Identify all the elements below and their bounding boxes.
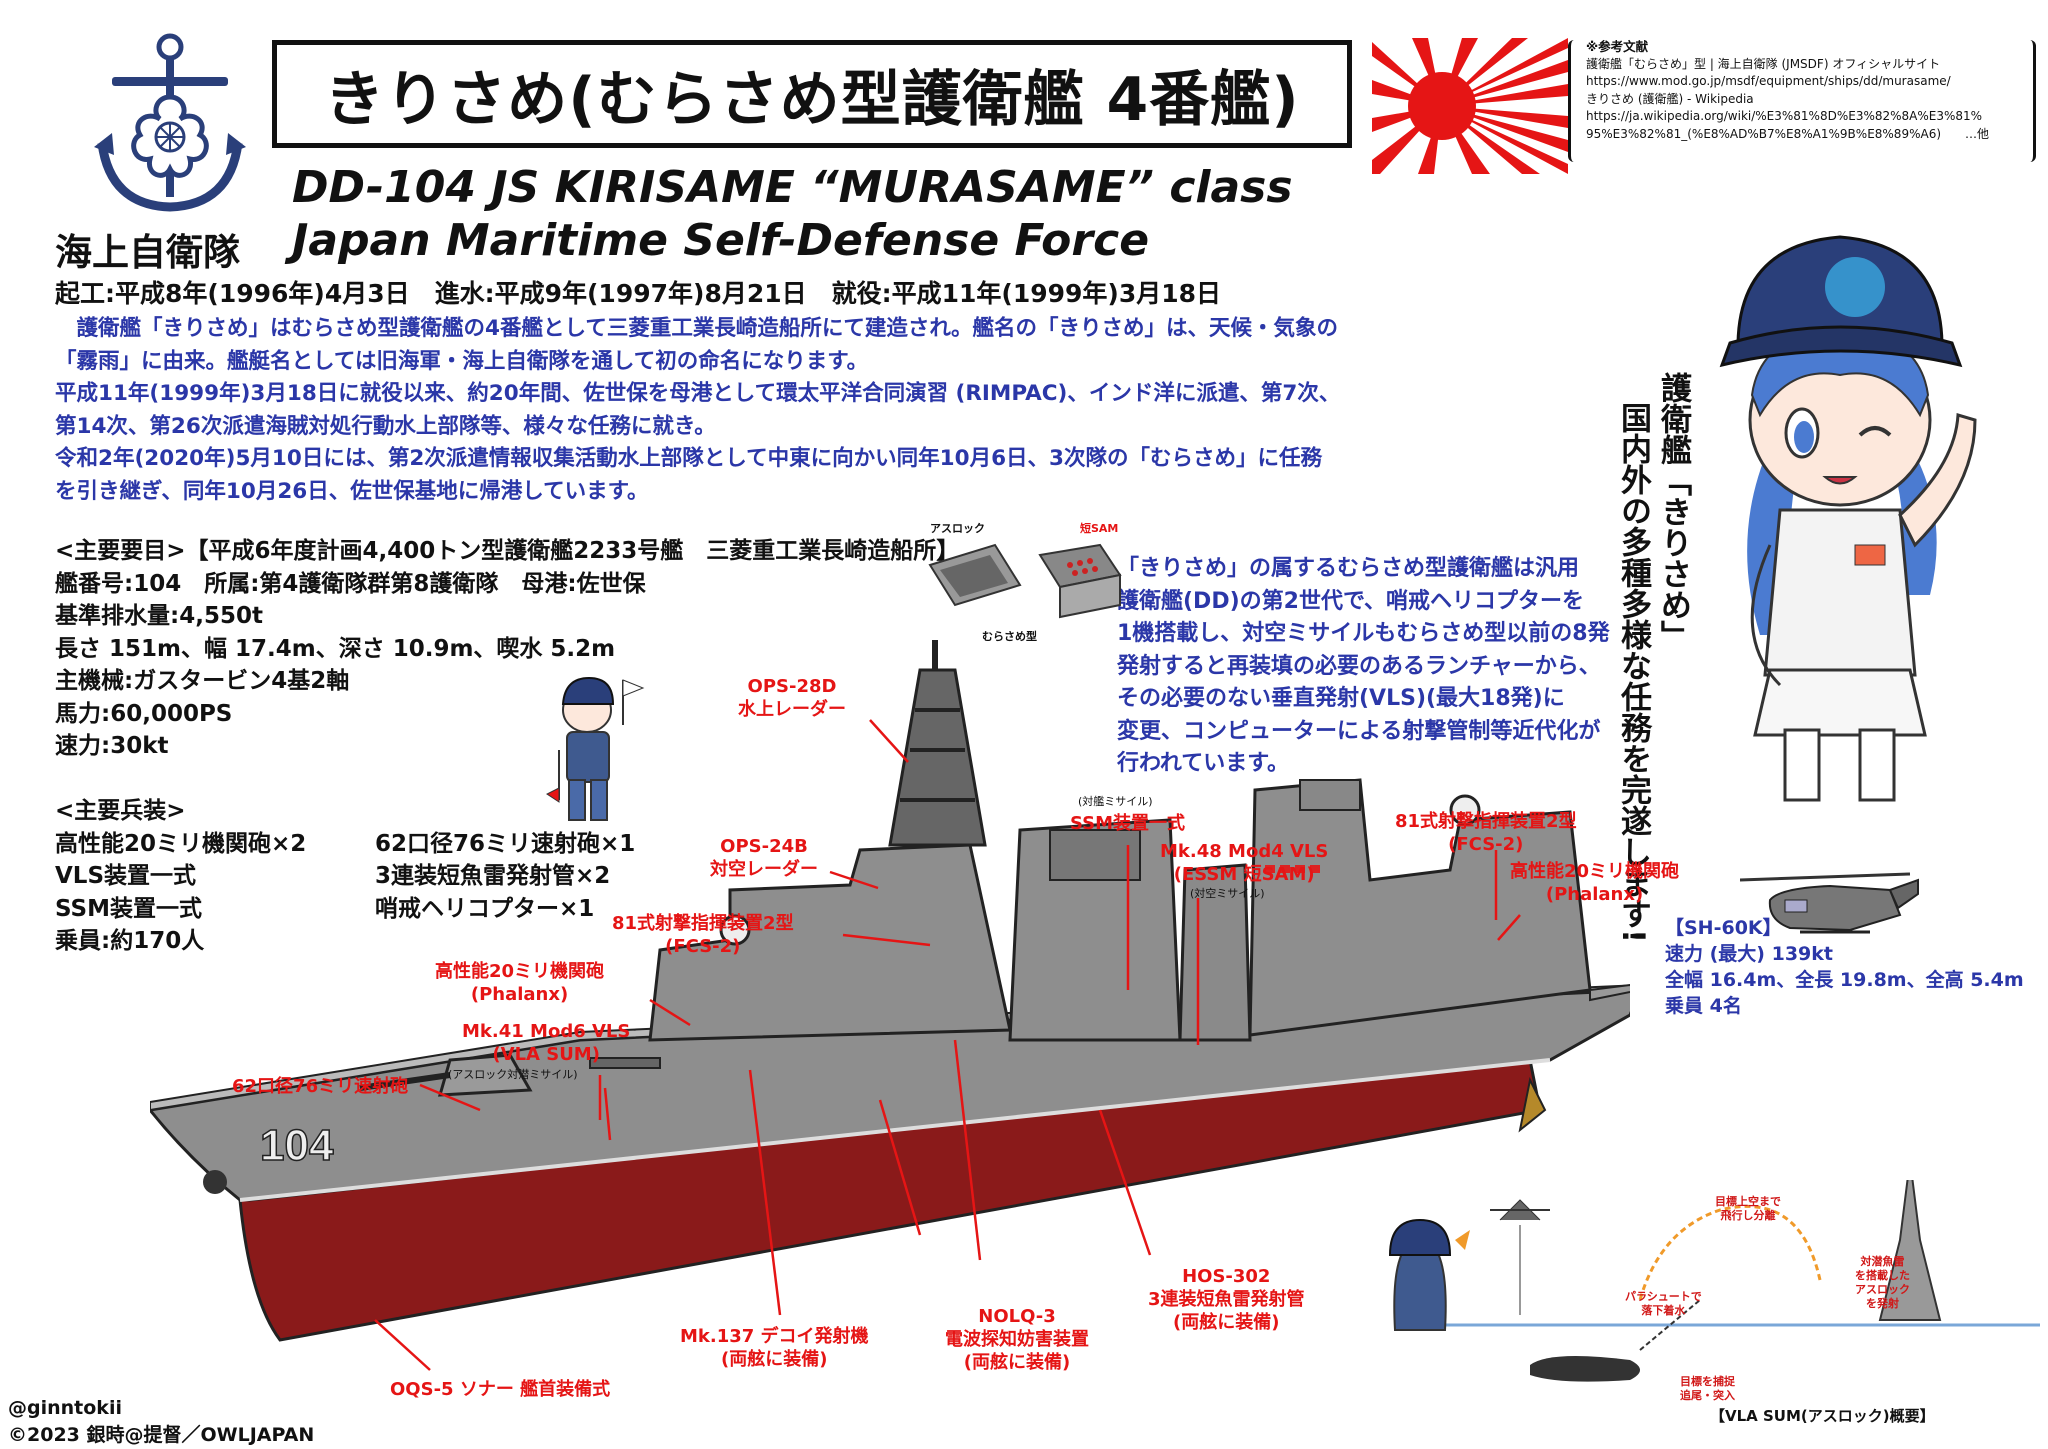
spec-line: 基準排水量:4,550t xyxy=(55,603,263,629)
copyright: ©2023 銀時@提督／OWLJAPAN xyxy=(8,1424,315,1446)
label-fcs2-forward: 81式射撃指揮装置2型(FCS-2) xyxy=(612,913,794,957)
reference-line: きりさめ (護衛艦) - Wikipedia xyxy=(1586,91,1754,106)
main-specs: <主要要目>【平成6年度計画4,400トン型護衛艦2233号艦 三菱重工業長崎造… xyxy=(55,535,959,763)
inset-label-short-sam: 短SAM xyxy=(1080,522,1119,535)
reference-url[interactable]: 95%E3%82%81_(%E8%AD%B7%E8%A1%9B%E8%89%A6… xyxy=(1586,126,1990,141)
signal-sailor-illustration xyxy=(546,676,645,821)
intro-text: 護衛艦「きりさめ」はむらさめ型護衛艦の4番艦として三菱重工業長崎造船所にて建造さ… xyxy=(55,313,1395,508)
armament-heading: <主要兵装> xyxy=(55,798,186,824)
label-essm-note: (対空ミサイル) xyxy=(1190,887,1265,900)
label-mk48-vls: Mk.48 Mod4 VLS(ESSM 短SAM) xyxy=(1160,841,1329,885)
label-76mm-gun: 62口径76ミリ速射砲 xyxy=(232,1076,409,1097)
intro-line: 「霧雨」に由来。艦艇名としては旧海軍・海上自衛隊を通して初の命名になります。 xyxy=(55,348,869,374)
vla-note-separate: 目標上空まで飛行し分離 xyxy=(1715,1195,1781,1222)
class-description: 「きりさめ」の属するむらさめ型護衛艦は汎用 護衛艦(DD)の第2世代で、哨戒ヘリ… xyxy=(1117,553,1647,781)
org-name-en: Japan Maritime Self-Defense Force xyxy=(292,215,1150,266)
label-oqs5-sonar: OQS-5 ソナー 艦首装備式 xyxy=(390,1379,611,1400)
spec-line: 速力:30kt xyxy=(55,733,169,759)
specs-heading: <主要要目>【平成6年度計画4,400トン型護衛艦2233号艦 三菱重工業長崎造… xyxy=(55,538,960,564)
references-heading: ※参考文献 xyxy=(1586,39,1649,54)
artist-handle[interactable]: @ginntokii xyxy=(8,1397,122,1419)
label-ciws-aft: 高性能20ミリ機関砲(Phalanx) xyxy=(1510,861,1680,905)
armament: <主要兵装> 高性能20ミリ機関砲×2 62口径76ミリ速射砲×1 VLS装置一式… xyxy=(55,795,635,958)
armament-item: 62口径76ミリ速射砲×1 xyxy=(375,830,636,857)
label-vla-note: (アスロック対潜ミサイル) xyxy=(448,1068,578,1081)
vla-note-launch: 対潜魚雷を搭載したアスロックを発射 xyxy=(1855,1255,1910,1310)
armament-item: 哨戒ヘリコプター×1 xyxy=(375,895,595,922)
desc-line: 変更、コンピューターによる射撃管制等近代化が xyxy=(1117,718,1601,744)
reference-line: 護衛艦「むらさめ」型 | 海上自衛隊 (JMSDF) オフィシャルサイト xyxy=(1586,56,1941,71)
inset-label-asroc: アスロック xyxy=(930,522,985,535)
armament-item: 3連装短魚雷発射管×2 xyxy=(375,863,611,889)
vertical-caption-2: 国内外の多種多様な任務を完遂します! xyxy=(1615,402,1651,944)
sh60k-helicopter-illustration xyxy=(1740,872,1919,934)
label-fcs2-aft: 81式射撃指揮装置2型(FCS-2) xyxy=(1395,811,1577,855)
references-block: ※参考文献 護衛艦「むらさめ」型 | 海上自衛隊 (JMSDF) オフィシャルサ… xyxy=(1578,38,2046,143)
jmsdf-anchor-emblem-icon xyxy=(94,33,246,212)
service-dates: 起工:平成8年(1996年)4月3日 進水:平成9年(1997年)8月21日 就… xyxy=(55,279,1222,308)
vla-note-parachute: パラシュートで落下着水 xyxy=(1625,1290,1702,1317)
label-mk137-decoy: Mk.137 デコイ発射機(両舷に装備) xyxy=(680,1326,869,1370)
label-ciws-forward: 高性能20ミリ機関砲(Phalanx) xyxy=(435,961,605,1005)
armament-item: 高性能20ミリ機関砲×2 xyxy=(55,830,307,857)
org-name-jp: 海上自衛隊 xyxy=(55,231,240,274)
page-title: きりさめ(むらさめ型護衛艦 4番艦) xyxy=(272,40,1352,148)
intro-line: 平成11年(1999年)3月18日に就役以来、約20年間、佐世保を母港として環太… xyxy=(55,381,1341,406)
intro-line: 護衛艦「きりさめ」はむらさめ型護衛艦の4番艦として三菱重工業長崎造船所にて建造さ… xyxy=(55,316,1339,341)
desc-line: その必要のない垂直発射(VLS)(最大18発)に xyxy=(1117,686,1565,711)
vertical-caption-1: 護衛艦「きりさめ」 xyxy=(1655,372,1691,651)
armament-item: VLS装置一式 xyxy=(55,863,197,889)
desc-line: 護衛艦(DD)の第2世代で、哨戒ヘリコプターを xyxy=(1117,588,1585,614)
desc-line: 行われています。 xyxy=(1117,751,1290,776)
label-ssm: SSM装置一式 xyxy=(1070,813,1186,834)
vla-note-capture: 目標を捕捉追尾・突入 xyxy=(1680,1375,1735,1402)
kirisame-character-illustration xyxy=(1719,235,1977,802)
label-mk41-vls: Mk.41 Mod6 VLS(VLA SUM) xyxy=(462,1021,631,1065)
helicopter-specs: 【SH-60K】 速力 (最大) 139kt 全幅 16.4m、全長 19.8m… xyxy=(1665,917,2024,1017)
reference-url[interactable]: https://www.mod.go.jp/msdf/equipment/shi… xyxy=(1586,74,1951,88)
vla-sum-diagram xyxy=(1388,1180,2040,1382)
hull-number: 104 xyxy=(260,1121,334,1170)
reference-url[interactable]: https://ja.wikipedia.org/wiki/%E3%81%8D%… xyxy=(1586,109,1983,123)
spec-line: 主機械:ガスタービン4基2軸 xyxy=(55,668,350,694)
credits: @ginntokii ©2023 銀時@提督／OWLJAPAN xyxy=(8,1395,314,1449)
ensign-flag-icon xyxy=(1372,38,1568,174)
intro-line: 第14次、第26次派遣海賊対処行動水上部隊等、様々な任務に就き。 xyxy=(55,413,716,439)
crew-count: 乗員:約170人 xyxy=(55,928,205,954)
inset-caption: むらさめ型 xyxy=(982,630,1037,643)
armament-item: SSM装置一式 xyxy=(55,895,202,922)
label-ssm-note: (対艦ミサイル) xyxy=(1078,795,1153,808)
spec-line: 長さ 151m、幅 17.4m、深さ 10.9m、喫水 5.2m xyxy=(55,635,616,662)
desc-line: 「きりさめ」の属するむらさめ型護衛艦は汎用 xyxy=(1117,556,1580,581)
vla-diagram-caption: 【VLA SUM(アスロック)概要】 xyxy=(1710,1407,1935,1425)
desc-line: 発射すると再装填の必要のあるランチャーから、 xyxy=(1117,653,1601,679)
ship-designation: DD-104 JS KIRISAME “MURASAME” class xyxy=(292,162,1293,213)
spec-line: 艦番号:104 所属:第4護衛隊群第8護衛隊 母港:佐世保 xyxy=(55,570,646,597)
intro-line: を引き継ぎ、同年10月26日、佐世保基地に帰港しています。 xyxy=(55,478,649,504)
references-bracket xyxy=(1568,40,2036,162)
desc-line: 1機搭載し、対空ミサイルもむらさめ型以前の8発 xyxy=(1117,621,1610,646)
spec-line: 馬力:60,000PS xyxy=(55,700,233,727)
vls-inset-illustration xyxy=(928,543,1122,619)
intro-line: 令和2年(2020年)5月10日には、第2次派遣情報収集活動水上部隊として中東に… xyxy=(55,446,1322,471)
